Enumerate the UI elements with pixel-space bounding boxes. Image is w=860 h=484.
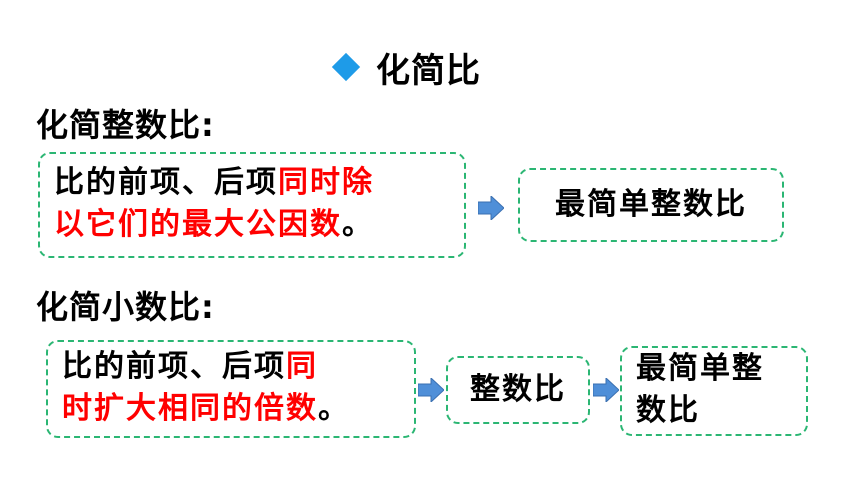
right-arrow-icon [593, 378, 619, 402]
decimal-result-box: 最简单整数比 [620, 346, 808, 436]
decimal-rule-highlight-2: 时扩大相同的倍数 [62, 391, 318, 426]
integer-result-box: 最简单整数比 [518, 168, 784, 242]
integer-ratio-heading: 化简整数比: [36, 106, 215, 144]
integer-rule-highlight-2: 以它们的最大公因数 [54, 207, 342, 242]
integer-rule-end: 。 [342, 207, 374, 242]
integer-ratio-box: 整数比 [446, 356, 590, 424]
page-title-row: 化简比 [330, 42, 481, 92]
diamond-icon [331, 52, 361, 82]
integer-rule-highlight-1: 同时除 [278, 165, 374, 200]
page-title: 化简比 [376, 50, 481, 91]
integer-rule-plain: 比的前项、后项 [54, 165, 278, 200]
integer-rule-box: 比的前项、后项同时除以它们的最大公因数。 [38, 152, 466, 258]
decimal-rule-text: 比的前项、后项同时扩大相同的倍数。 [62, 346, 400, 430]
decimal-result-text: 最简单整数比 [636, 348, 792, 432]
decimal-rule-plain: 比的前项、后项 [62, 349, 286, 384]
decimal-ratio-heading: 化简小数比: [36, 288, 215, 326]
decimal-rule-end: 。 [318, 391, 350, 426]
right-arrow-icon [418, 378, 444, 402]
integer-rule-text: 比的前项、后项同时除以它们的最大公因数。 [54, 162, 450, 246]
right-arrow-icon [478, 196, 504, 220]
decimal-result-line2: 数比 [636, 393, 700, 428]
integer-ratio-text: 整数比 [470, 372, 566, 407]
decimal-result-line1: 最简单整 [636, 351, 764, 386]
decimal-rule-highlight-1: 同 [286, 349, 318, 384]
integer-result-text: 最简单整数比 [555, 187, 747, 222]
decimal-rule-box: 比的前项、后项同时扩大相同的倍数。 [46, 340, 416, 438]
